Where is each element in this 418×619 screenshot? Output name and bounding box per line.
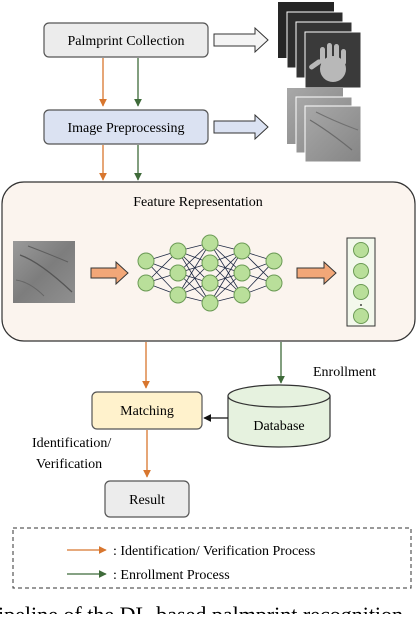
result-node: Result [104,480,190,518]
nn-node-layer-4 [233,286,251,304]
nn-node-layer-5 [265,252,283,270]
legend-orange-label: : Identification/ Verification Process [113,544,315,559]
nn-node-layer-3 [201,294,219,312]
nn-connection [177,250,211,304]
nn-node-layer-3 [201,254,219,272]
nn-node-layer-2 [169,264,187,282]
nn-node-layer-2 [169,242,187,260]
hand-images-stack [278,2,362,89]
legend-green-label: : Enrollment Process [113,568,230,583]
hand-icon [309,43,346,82]
image-preprocessing-label: Image Preprocessing [67,121,184,136]
nn-node-layer-1 [137,252,155,270]
nn-connection [177,242,211,296]
nn-connection [209,250,243,304]
nn-node-layer-4 [233,264,251,282]
database-label: Database [253,419,304,434]
palmprint-collection-label: Palmprint Collection [67,34,184,49]
roi-images-stack [287,88,362,163]
palmprint-collection-node: Palmprint Collection [43,22,209,58]
nn-node-layer-1 [137,274,155,292]
matching-label: Matching [120,404,174,419]
matching-node: Matching [91,391,203,430]
result-label: Result [129,493,165,508]
neural-network [137,234,283,312]
identification-label-line2: Verification [36,457,102,472]
preprocessing-output-arrow [213,113,269,141]
collection-output-arrow [213,26,269,54]
database-node: Database [227,384,331,448]
enrollment-label: Enrollment [313,365,376,380]
network-input-arrow [90,260,129,286]
caption-fragment: ipeline of the DL-based palmprint recogn… [0,602,403,614]
nn-node-layer-3 [201,274,219,292]
nn-connection [209,242,243,296]
feature-representation-label: Feature Representation [133,195,262,210]
nn-node-layer-5 [265,274,283,292]
nn-node-layer-4 [233,242,251,260]
nn-node-layer-2 [169,286,187,304]
network-output-arrow [296,260,337,286]
feature-vector [346,237,376,327]
identification-label-line1: Identification/ [32,436,111,451]
nn-node-layer-3 [201,234,219,252]
input-palm-patch [13,241,75,303]
image-preprocessing-node: Image Preprocessing [43,109,209,145]
legend: : Identification/ Verification Process :… [12,527,412,589]
